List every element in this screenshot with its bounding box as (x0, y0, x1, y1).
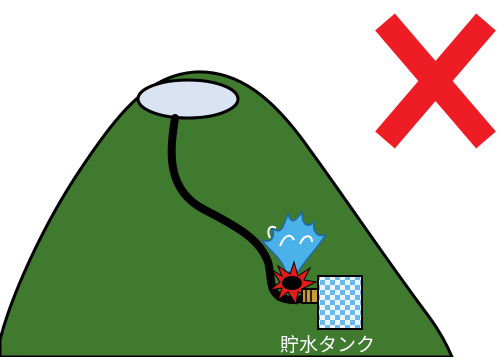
water-pipe (167, 114, 316, 304)
water-spray-icon (260, 209, 327, 273)
tank-label: 貯水タンク (280, 334, 376, 356)
reservoir-pond (136, 78, 240, 120)
x-mark-icon (375, 13, 496, 149)
storage-tank (317, 275, 363, 330)
leak-hole (282, 276, 302, 290)
valve-connector (301, 288, 319, 304)
hill (0, 70, 455, 359)
